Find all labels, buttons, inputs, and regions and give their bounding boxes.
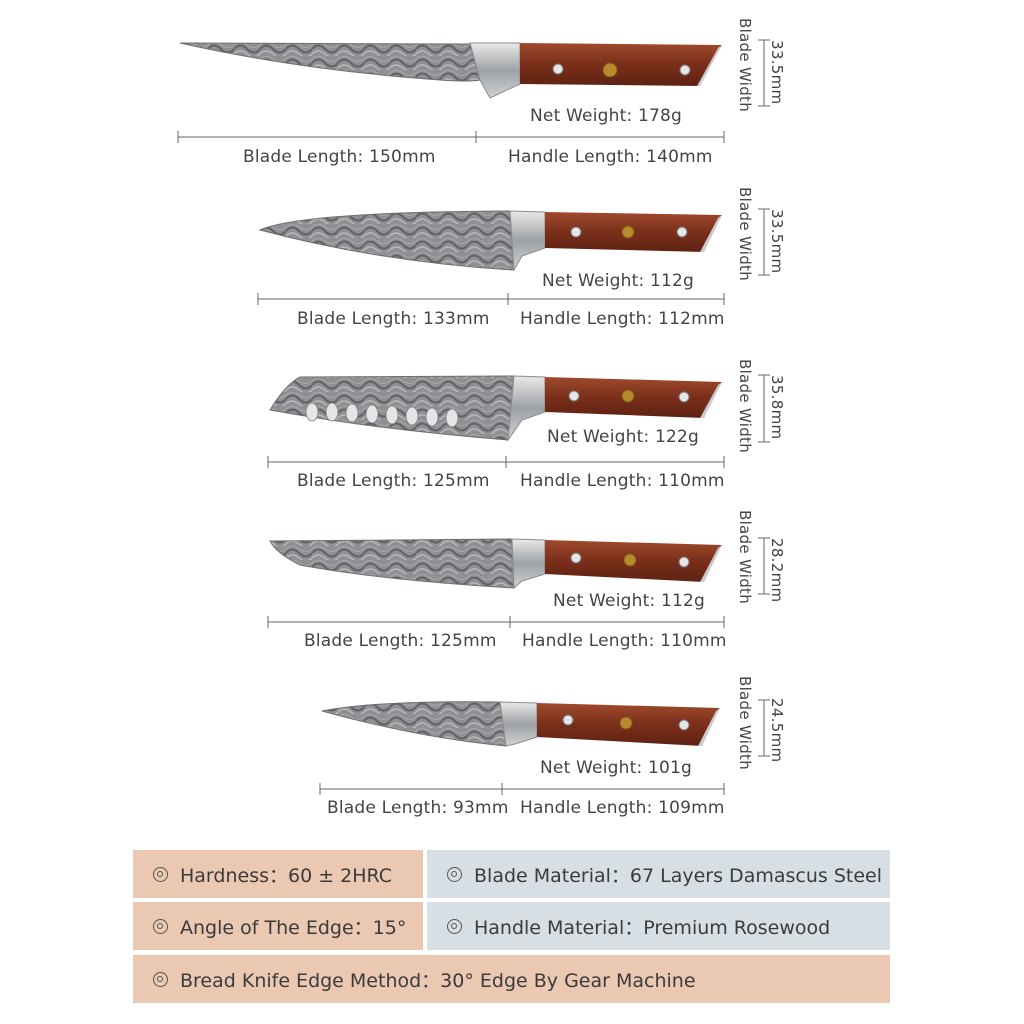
dimension-lines-5 bbox=[319, 699, 770, 795]
dimension-lines-1 bbox=[177, 39, 770, 143]
knife-5-width-label: Blade Width bbox=[736, 676, 754, 771]
knife-4-width-value: 28.2mm bbox=[768, 538, 786, 603]
knife-4-blade-length: Blade Length: 125mm bbox=[304, 631, 497, 651]
knife-5-blade-length: Blade Length: 93mm bbox=[327, 798, 509, 818]
target-circle-icon bbox=[153, 918, 168, 934]
target-circle-icon bbox=[447, 918, 462, 934]
target-circle-icon bbox=[447, 866, 462, 882]
dimension-lines-2 bbox=[257, 208, 770, 305]
knife-2-width-value: 33.5mm bbox=[768, 209, 786, 274]
knife-1-weight: Net Weight: 178g bbox=[530, 106, 683, 126]
spec-hardness: Hardness：60 ± 2HRC bbox=[133, 850, 423, 898]
dimension-lines-3 bbox=[267, 374, 770, 468]
target-circle-icon bbox=[153, 866, 168, 882]
boning-knife bbox=[179, 42, 722, 99]
spec-bread-edge-text: Bread Knife Edge Method：30° Edge By Gear… bbox=[180, 969, 696, 992]
spec-bread-edge: Bread Knife Edge Method：30° Edge By Gear… bbox=[133, 955, 890, 1003]
spec-edge-angle-text: Angle of The Edge：15° bbox=[180, 916, 407, 939]
knife-drawings bbox=[177, 39, 770, 795]
spec-handle-material-text: Handle Material：Premium Rosewood bbox=[474, 916, 831, 939]
knife-4-handle-length: Handle Length: 110mm bbox=[522, 631, 727, 651]
knife-2-blade-length: Blade Length: 133mm bbox=[297, 309, 490, 329]
paring-knife bbox=[321, 701, 720, 747]
utility-knife bbox=[269, 538, 722, 590]
knife-3-handle-length: Handle Length: 110mm bbox=[520, 471, 725, 491]
santoku-knife bbox=[269, 375, 722, 442]
knife-5-width-value: 24.5mm bbox=[768, 698, 786, 763]
spec-hardness-text: Hardness：60 ± 2HRC bbox=[180, 864, 393, 887]
knife-3-weight: Net Weight: 122g bbox=[547, 427, 700, 447]
knife-4-width-label: Blade Width bbox=[736, 510, 754, 605]
chef-knife bbox=[258, 210, 722, 272]
knife-3-blade-length: Blade Length: 125mm bbox=[297, 471, 490, 491]
knife-2-weight: Net Weight: 112g bbox=[542, 271, 695, 291]
knife-2-width-label: Blade Width bbox=[736, 187, 754, 282]
target-circle-icon bbox=[153, 971, 168, 987]
spec-handle-material: Handle Material：Premium Rosewood bbox=[427, 902, 890, 950]
knife-3-width-value: 35.8mm bbox=[768, 375, 786, 440]
spec-blade-material: Blade Material：67 Layers Damascus Steel bbox=[427, 850, 890, 898]
knife-1-blade-length: Blade Length: 150mm bbox=[243, 147, 436, 167]
dimension-lines-4 bbox=[267, 537, 770, 628]
knife-2-handle-length: Handle Length: 112mm bbox=[520, 309, 725, 329]
knife-1-width-value: 33.5mm bbox=[768, 40, 786, 105]
spec-edge-angle: Angle of The Edge：15° bbox=[133, 902, 423, 950]
knife-5-weight: Net Weight: 101g bbox=[540, 758, 693, 778]
knife-5-handle-length: Handle Length: 109mm bbox=[520, 798, 725, 818]
knife-1-width-label: Blade Width bbox=[736, 18, 754, 113]
knife-3-width-label: Blade Width bbox=[736, 359, 754, 454]
knife-4-weight: Net Weight: 112g bbox=[553, 591, 706, 611]
spec-blade-material-text: Blade Material：67 Layers Damascus Steel bbox=[474, 864, 882, 887]
knife-1-handle-length: Handle Length: 140mm bbox=[508, 147, 713, 167]
